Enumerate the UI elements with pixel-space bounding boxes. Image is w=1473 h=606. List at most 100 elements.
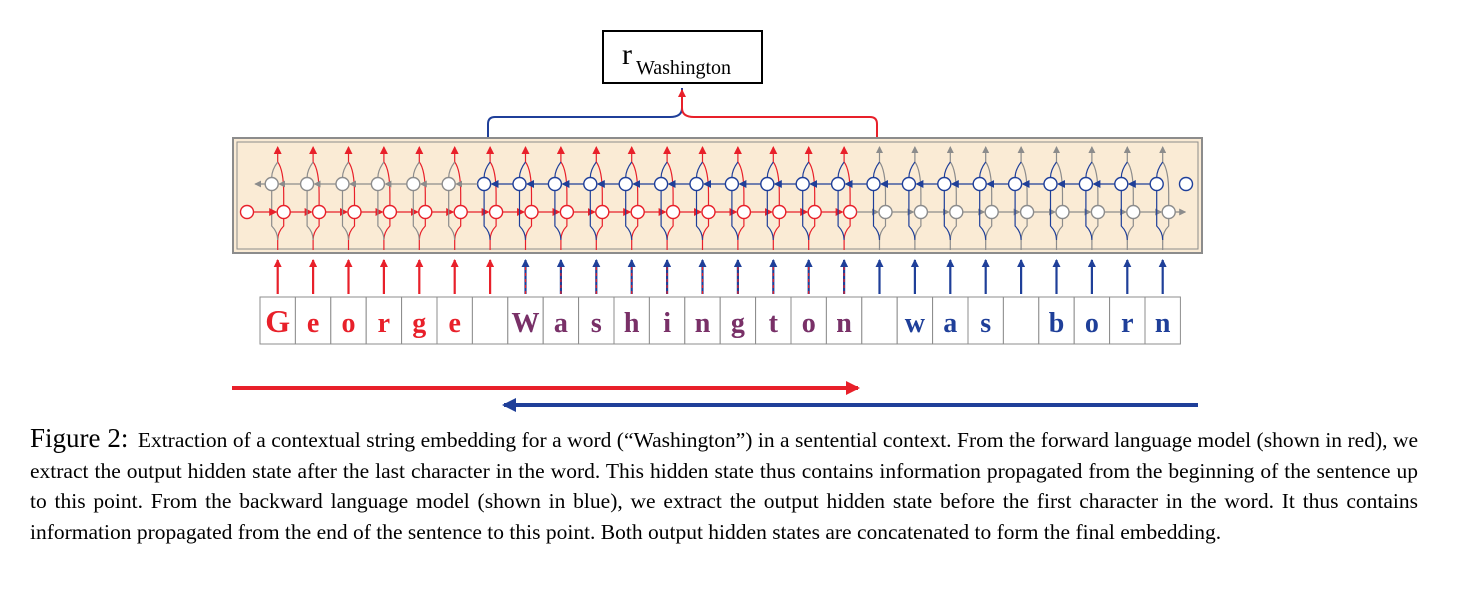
char-box (790, 296, 827, 345)
char-label: o (1085, 308, 1099, 339)
char-label-overlay: s (591, 308, 602, 339)
forward-node (772, 204, 787, 220)
cell-wire (625, 190, 633, 241)
forward-node (1055, 204, 1070, 220)
backward-node (1078, 176, 1094, 192)
char-box (684, 296, 721, 345)
figure-caption: Figure 2: Extraction of a contextual str… (30, 423, 1418, 547)
char-label: a (554, 308, 568, 339)
char-box (1002, 296, 1040, 345)
forward-node (949, 204, 964, 220)
cell-wire (979, 190, 987, 241)
cell-output (412, 161, 420, 178)
char-label: i (663, 308, 671, 339)
backward-node (724, 176, 740, 192)
char-box (507, 296, 544, 345)
output-r-label: r (622, 38, 632, 71)
backward-node (866, 176, 881, 192)
cell-output (554, 161, 562, 178)
forward-node (488, 204, 504, 220)
forward-node (1090, 204, 1106, 220)
char-label: g (731, 308, 745, 339)
char-label: e (307, 308, 319, 339)
char-label: o (342, 308, 356, 339)
cell-output (306, 161, 314, 178)
cell-output (731, 161, 739, 178)
cell-wire (554, 190, 562, 241)
char-label: s (591, 308, 602, 339)
forward-node (276, 204, 291, 220)
backward-node (760, 176, 775, 192)
char-label-overlay: a (554, 308, 568, 339)
cell-wire (1120, 190, 1128, 241)
forward-node (559, 204, 575, 220)
backward-node (972, 176, 987, 192)
cell-output (377, 161, 385, 178)
backward-node (476, 176, 492, 192)
cell-wire (1049, 190, 1058, 241)
backward-node (547, 176, 563, 192)
forward-node (807, 204, 822, 220)
char-box (932, 296, 969, 345)
cell-output (660, 161, 668, 178)
forward-node (418, 204, 433, 220)
backward-node (335, 176, 350, 192)
char-label: e (448, 308, 460, 339)
backward-node (406, 176, 421, 192)
char-label: G (265, 303, 290, 339)
char-box (365, 296, 403, 345)
forward-node (630, 204, 645, 220)
cell-wire (731, 190, 739, 241)
forward-node (382, 204, 398, 220)
cell-wire (1085, 190, 1093, 241)
forward-node (913, 204, 929, 220)
backward-node (264, 176, 279, 192)
cell-output (483, 161, 491, 178)
cell-output (979, 161, 987, 178)
char-label: h (624, 308, 640, 339)
char-label-overlay: i (663, 308, 671, 339)
backward-node (1007, 176, 1023, 192)
cell-output (1120, 161, 1128, 178)
cell-wire (802, 190, 810, 241)
cell-output (837, 161, 845, 178)
forward-node (878, 204, 893, 220)
char-label: r (378, 308, 390, 339)
cell-wire (695, 190, 704, 241)
char-label: n (1155, 308, 1171, 339)
char-label: n (836, 308, 852, 339)
cell-wire (1014, 190, 1022, 241)
char-label-overlay: h (624, 308, 640, 339)
char-box (1144, 296, 1181, 345)
backward-node (299, 176, 315, 192)
char-label-overlay: g (731, 308, 745, 339)
backward-node (653, 176, 669, 192)
backward-node (830, 176, 846, 192)
caption-label: Figure 2: (30, 423, 129, 453)
char-label-overlay: n (836, 308, 852, 339)
forward-node (1019, 204, 1035, 220)
char-label: s (980, 308, 991, 339)
forward-node (842, 204, 858, 220)
char-label: t (769, 308, 779, 339)
char-box (648, 296, 686, 345)
cell-output (943, 161, 951, 178)
char-box (755, 296, 792, 345)
cell-output (589, 161, 597, 178)
char-box (861, 296, 898, 345)
char-label-overlay: o (802, 308, 816, 339)
char-box (471, 296, 509, 345)
backward-init-node (1178, 176, 1194, 192)
backward-node (583, 176, 598, 192)
language-model-panel (232, 137, 1203, 254)
backward-node (1043, 176, 1058, 192)
backward-node (512, 176, 527, 192)
forward-node (1126, 204, 1141, 220)
cell-wire (271, 190, 279, 241)
backward-node (441, 176, 456, 192)
backward-node (370, 176, 386, 192)
cell-output (695, 161, 703, 178)
cell-wire (908, 190, 916, 241)
